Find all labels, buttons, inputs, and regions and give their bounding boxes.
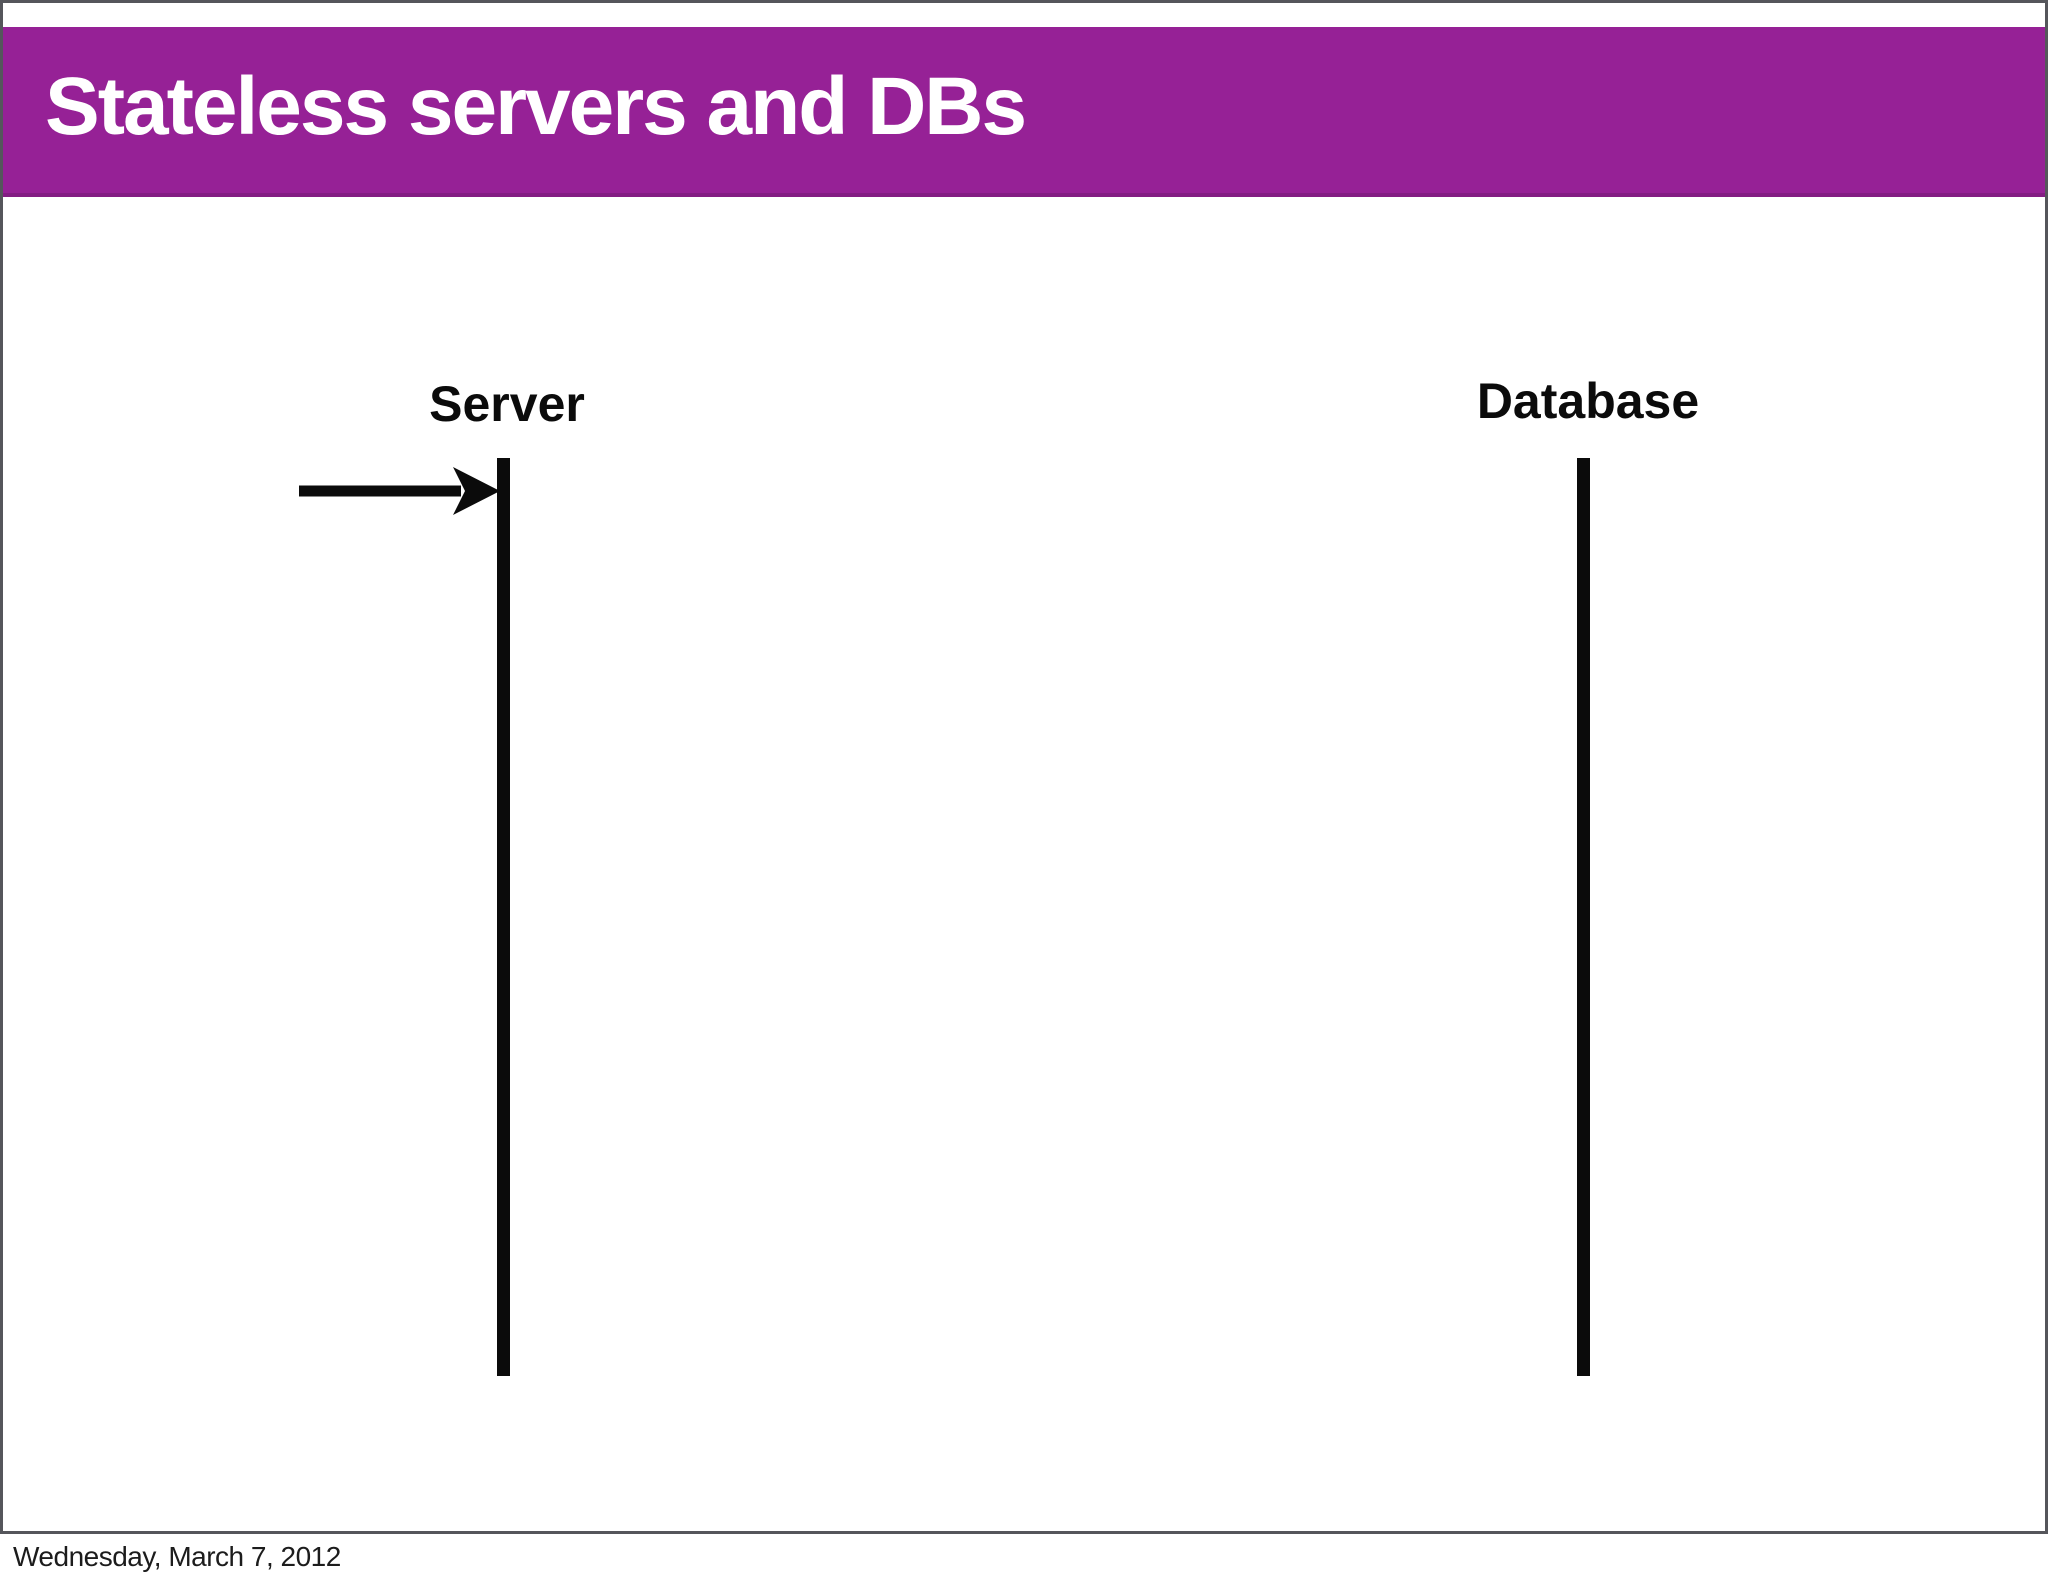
- footer-date: Wednesday, March 7, 2012: [13, 1541, 341, 1572]
- slide-title: Stateless servers and DBs: [45, 61, 1027, 152]
- lifeline-database: [1577, 458, 1590, 1376]
- lifeline-label-database: Database: [1476, 373, 1700, 429]
- slide-frame: Stateless servers and DBs Server Databas…: [0, 0, 2048, 1534]
- title-bar: Stateless servers and DBs: [3, 27, 2045, 197]
- request-arrow-icon: [299, 467, 500, 515]
- lifeline-server: [497, 458, 510, 1376]
- arrow-shaft: [299, 485, 461, 497]
- lifeline-label-server: Server: [429, 376, 585, 432]
- arrow-head: [453, 467, 500, 515]
